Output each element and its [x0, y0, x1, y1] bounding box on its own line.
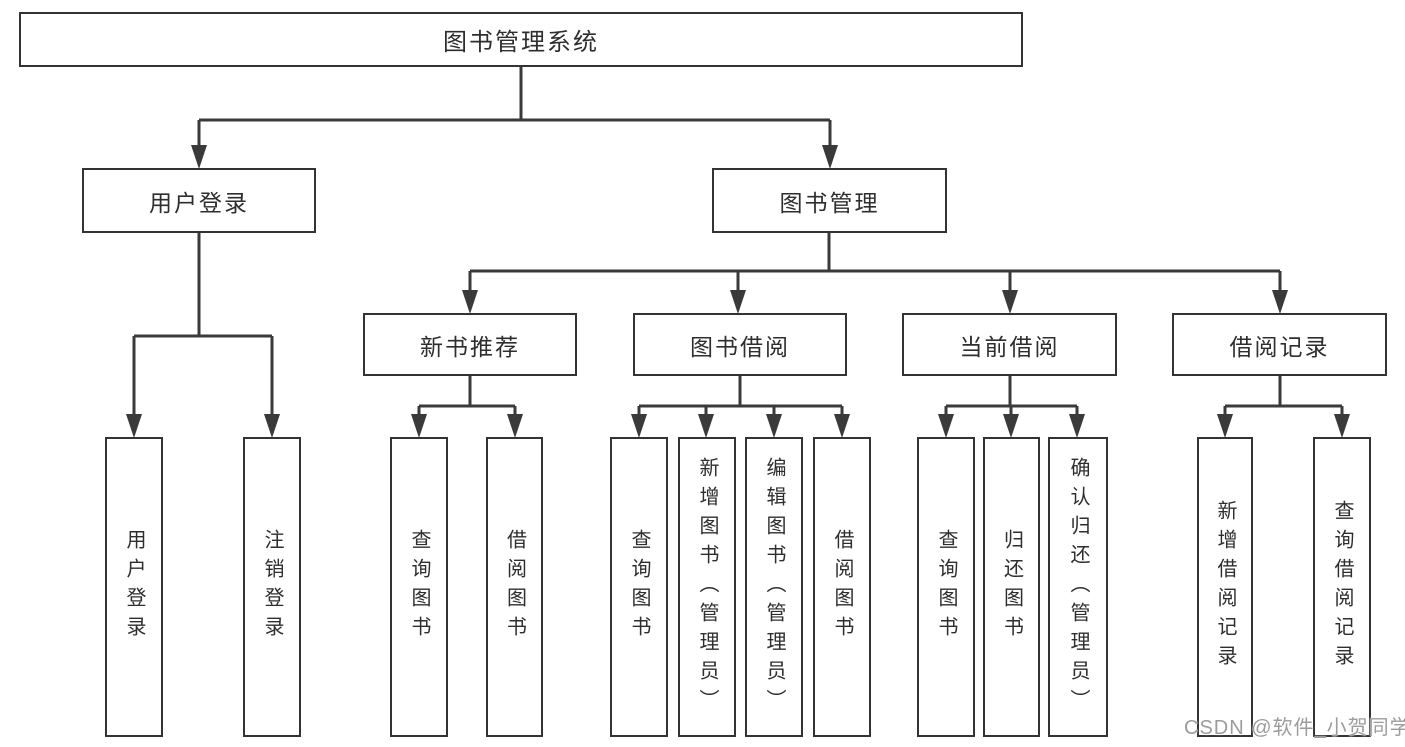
node-return-books: 归还图书 — [983, 437, 1040, 737]
arrowhead — [1272, 290, 1288, 314]
arrowhead — [766, 414, 782, 438]
arrowhead — [938, 414, 954, 438]
node-book-borrowing: 图书借阅 — [633, 313, 847, 376]
arrowhead — [264, 414, 280, 438]
node-leaf-logout: 注销登录 — [243, 437, 301, 737]
arrowhead — [822, 145, 838, 169]
arrowhead — [1069, 414, 1085, 438]
arrowhead — [730, 290, 746, 314]
connector-current-borrowing-to-leaves — [938, 376, 1085, 438]
arrowhead — [1217, 414, 1233, 438]
node-leaf-user-login: 用户登录 — [105, 437, 163, 737]
connector-new-book-rec-to-leaves — [411, 376, 523, 438]
arrowhead — [1002, 290, 1018, 314]
arrowhead — [126, 414, 142, 438]
arrowhead — [191, 145, 207, 169]
node-new-book-recommendation: 新书推荐 — [363, 313, 577, 376]
node-query-books-current: 查询图书 — [917, 437, 975, 737]
node-library-management-system: 图书管理系统 — [19, 12, 1023, 67]
connector-book-management-to-level3 — [462, 232, 1288, 314]
arrowhead — [631, 414, 647, 438]
node-current-borrowing: 当前借阅 — [902, 313, 1117, 376]
arrowhead — [834, 414, 850, 438]
connector-user-login-to-leaves — [126, 232, 280, 438]
node-add-books-admin: 新增图书（管理员） — [678, 437, 736, 737]
arrowhead — [1334, 414, 1350, 438]
arrowhead — [462, 290, 478, 314]
connector-book-borrowing-to-leaves — [631, 376, 850, 438]
connector-root-to-level2 — [191, 66, 838, 169]
node-confirm-return-admin: 确认归还（管理员） — [1048, 437, 1108, 737]
node-borrow-books-rec: 借阅图书 — [486, 437, 543, 737]
node-query-books-borrow: 查询图书 — [610, 437, 668, 737]
node-add-borrow-record: 新增借阅记录 — [1197, 437, 1253, 737]
node-query-books-rec: 查询图书 — [390, 437, 448, 737]
arrowhead — [411, 414, 427, 438]
node-user-login: 用户登录 — [82, 168, 316, 233]
node-borrow-books-borrow: 借阅图书 — [813, 437, 871, 737]
node-query-borrow-record: 查询借阅记录 — [1313, 437, 1371, 737]
arrowhead — [698, 414, 714, 438]
arrowhead — [1003, 414, 1019, 438]
node-edit-books-admin: 编辑图书（管理员） — [745, 437, 803, 737]
connector-borrowing-records-to-leaves — [1217, 376, 1350, 438]
csdn-watermark: CSDN @软件_小贺同学 — [1184, 717, 1405, 739]
node-borrowing-records: 借阅记录 — [1172, 313, 1387, 376]
arrowhead — [507, 414, 523, 438]
node-book-management: 图书管理 — [712, 168, 947, 233]
